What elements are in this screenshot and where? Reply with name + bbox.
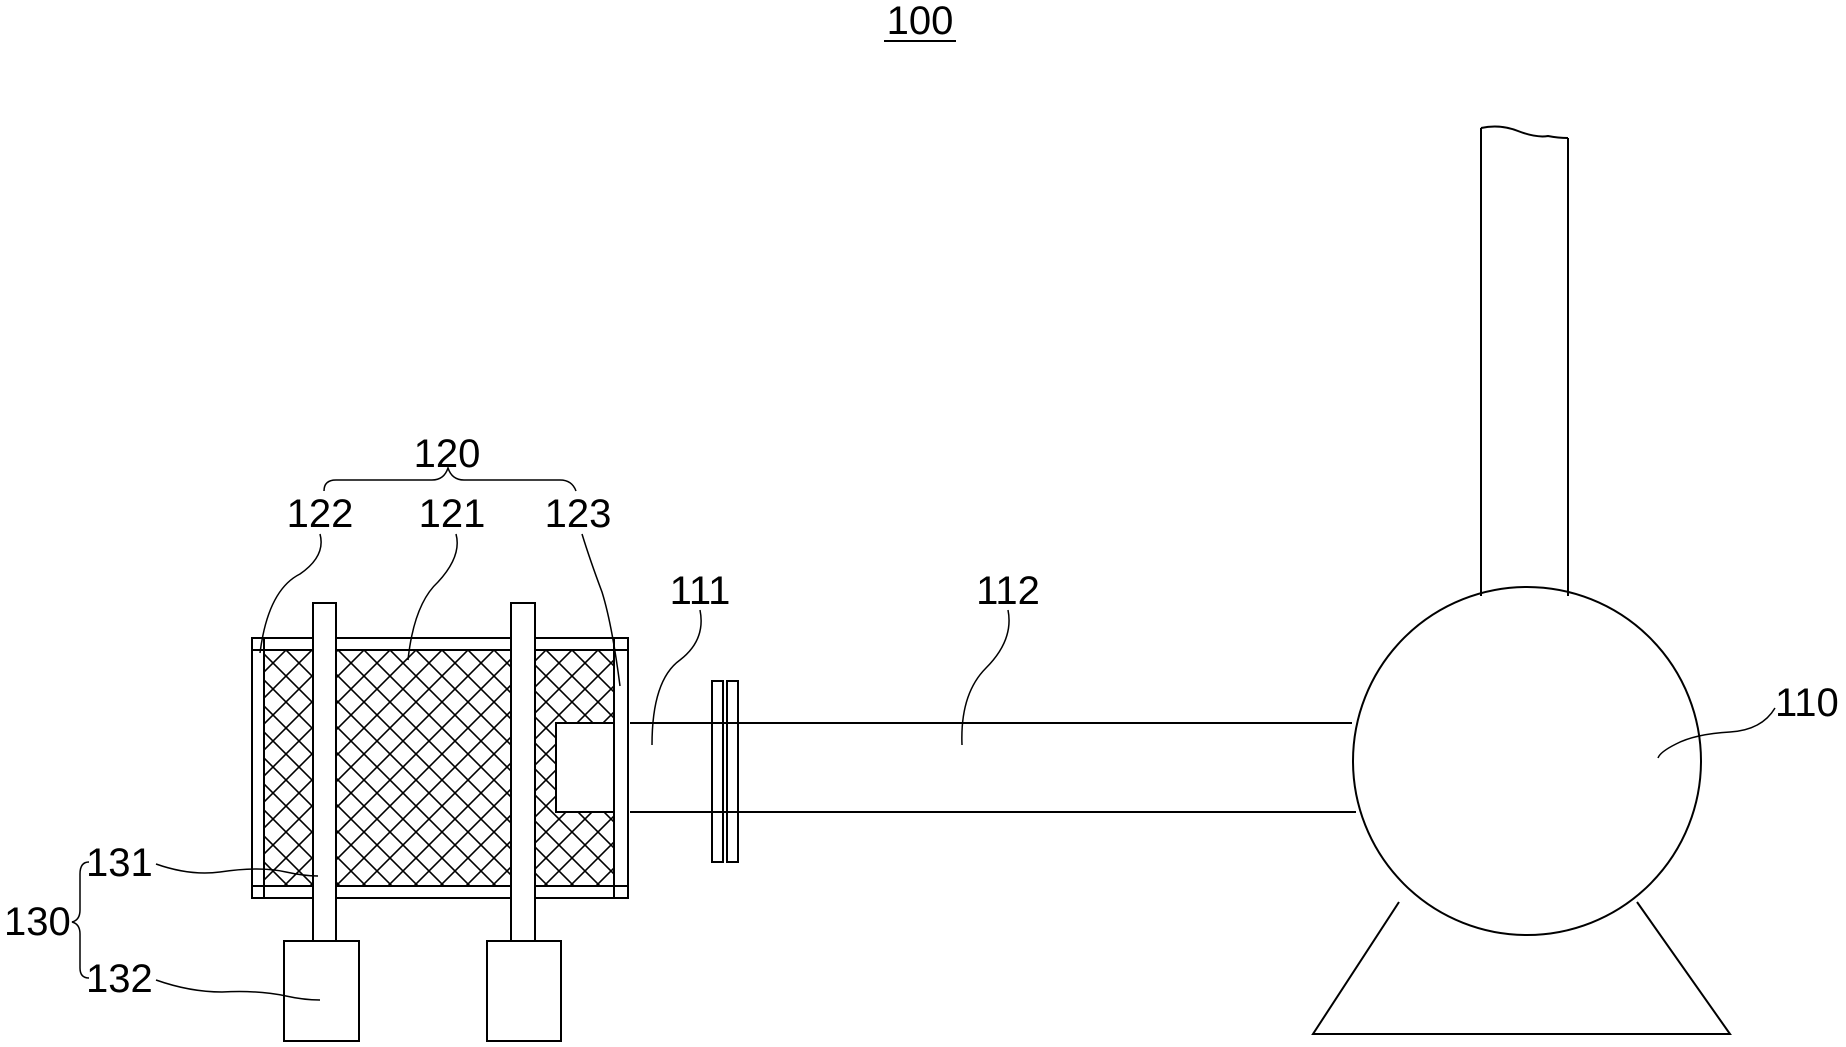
label-120: 120 [414,432,481,476]
label-111: 111 [670,569,731,613]
filter-outlet-box [556,723,614,812]
fan-housing [1311,586,1732,1035]
label-110: 110 [1775,681,1839,725]
support-left [283,602,360,1042]
bracket-120 [323,465,577,492]
label-131: 131 [86,841,153,885]
label-130: 130 [4,900,71,944]
label-121: 121 [419,492,486,536]
label-123: 123 [545,492,612,536]
filter-assembly [251,637,629,899]
label-112: 112 [976,569,1040,613]
figure-ref-label: 100 [887,0,954,43]
label-132: 132 [86,957,153,1001]
leader-lines [155,533,1776,1001]
bracket-130 [71,861,90,979]
support-right [486,602,562,1042]
duct-pipe [630,680,1356,863]
label-122: 122 [287,492,354,536]
filter-outer-frame [251,637,629,899]
exhaust-stack [1480,125,1569,596]
